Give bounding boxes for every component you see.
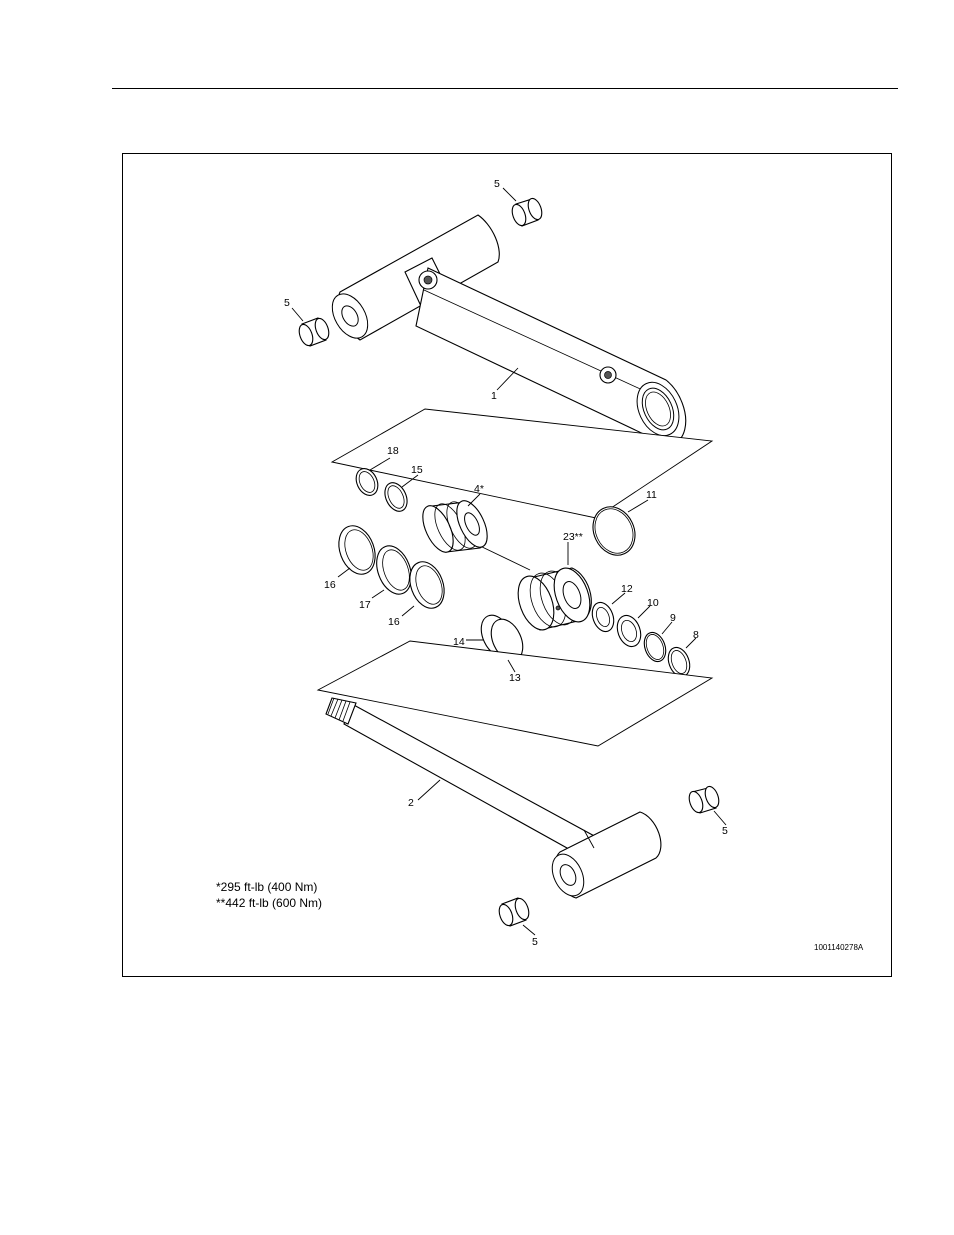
callout-10: 10 [647,597,659,609]
callout-8: 8 [693,629,699,641]
callout-5-left: 5 [284,297,290,309]
seal-10 [613,612,645,650]
torque-note-head: **442 ft-lb (600 Nm) [216,895,322,911]
callout-12: 12 [621,583,633,595]
bushing-bottom [497,897,532,928]
callout-15: 15 [411,464,423,476]
callout-2: 2 [408,797,414,809]
figure-id: 1001140278A [814,943,863,952]
ring-15 [381,479,412,515]
bushing-right [687,785,722,815]
callout-5-top: 5 [494,178,500,190]
barrel-assembly [297,197,687,445]
bushing-top [510,197,545,228]
callout-5-right: 5 [722,825,728,837]
callout-16-left: 16 [324,579,336,591]
callout-23: 23** [563,531,583,543]
callout-13: 13 [509,672,521,684]
ring-16-left [332,521,381,580]
callout-14: 14 [453,636,465,648]
callout-1: 1 [491,390,497,402]
torque-note-piston: *295 ft-lb (400 Nm) [216,879,317,895]
ring-17 [370,541,417,599]
ring-16-bottom [404,557,450,613]
bushing-left [297,317,332,348]
callout-4: 4* [474,483,484,495]
callout-16-bottom: 16 [388,616,400,628]
callout-18: 18 [387,445,399,457]
callout-17: 17 [359,599,371,611]
callout-9: 9 [670,612,676,624]
callout-5-bottom: 5 [532,936,538,948]
callout-11: 11 [646,489,657,501]
rod-assembly [326,698,721,927]
seal-12 [588,599,617,634]
